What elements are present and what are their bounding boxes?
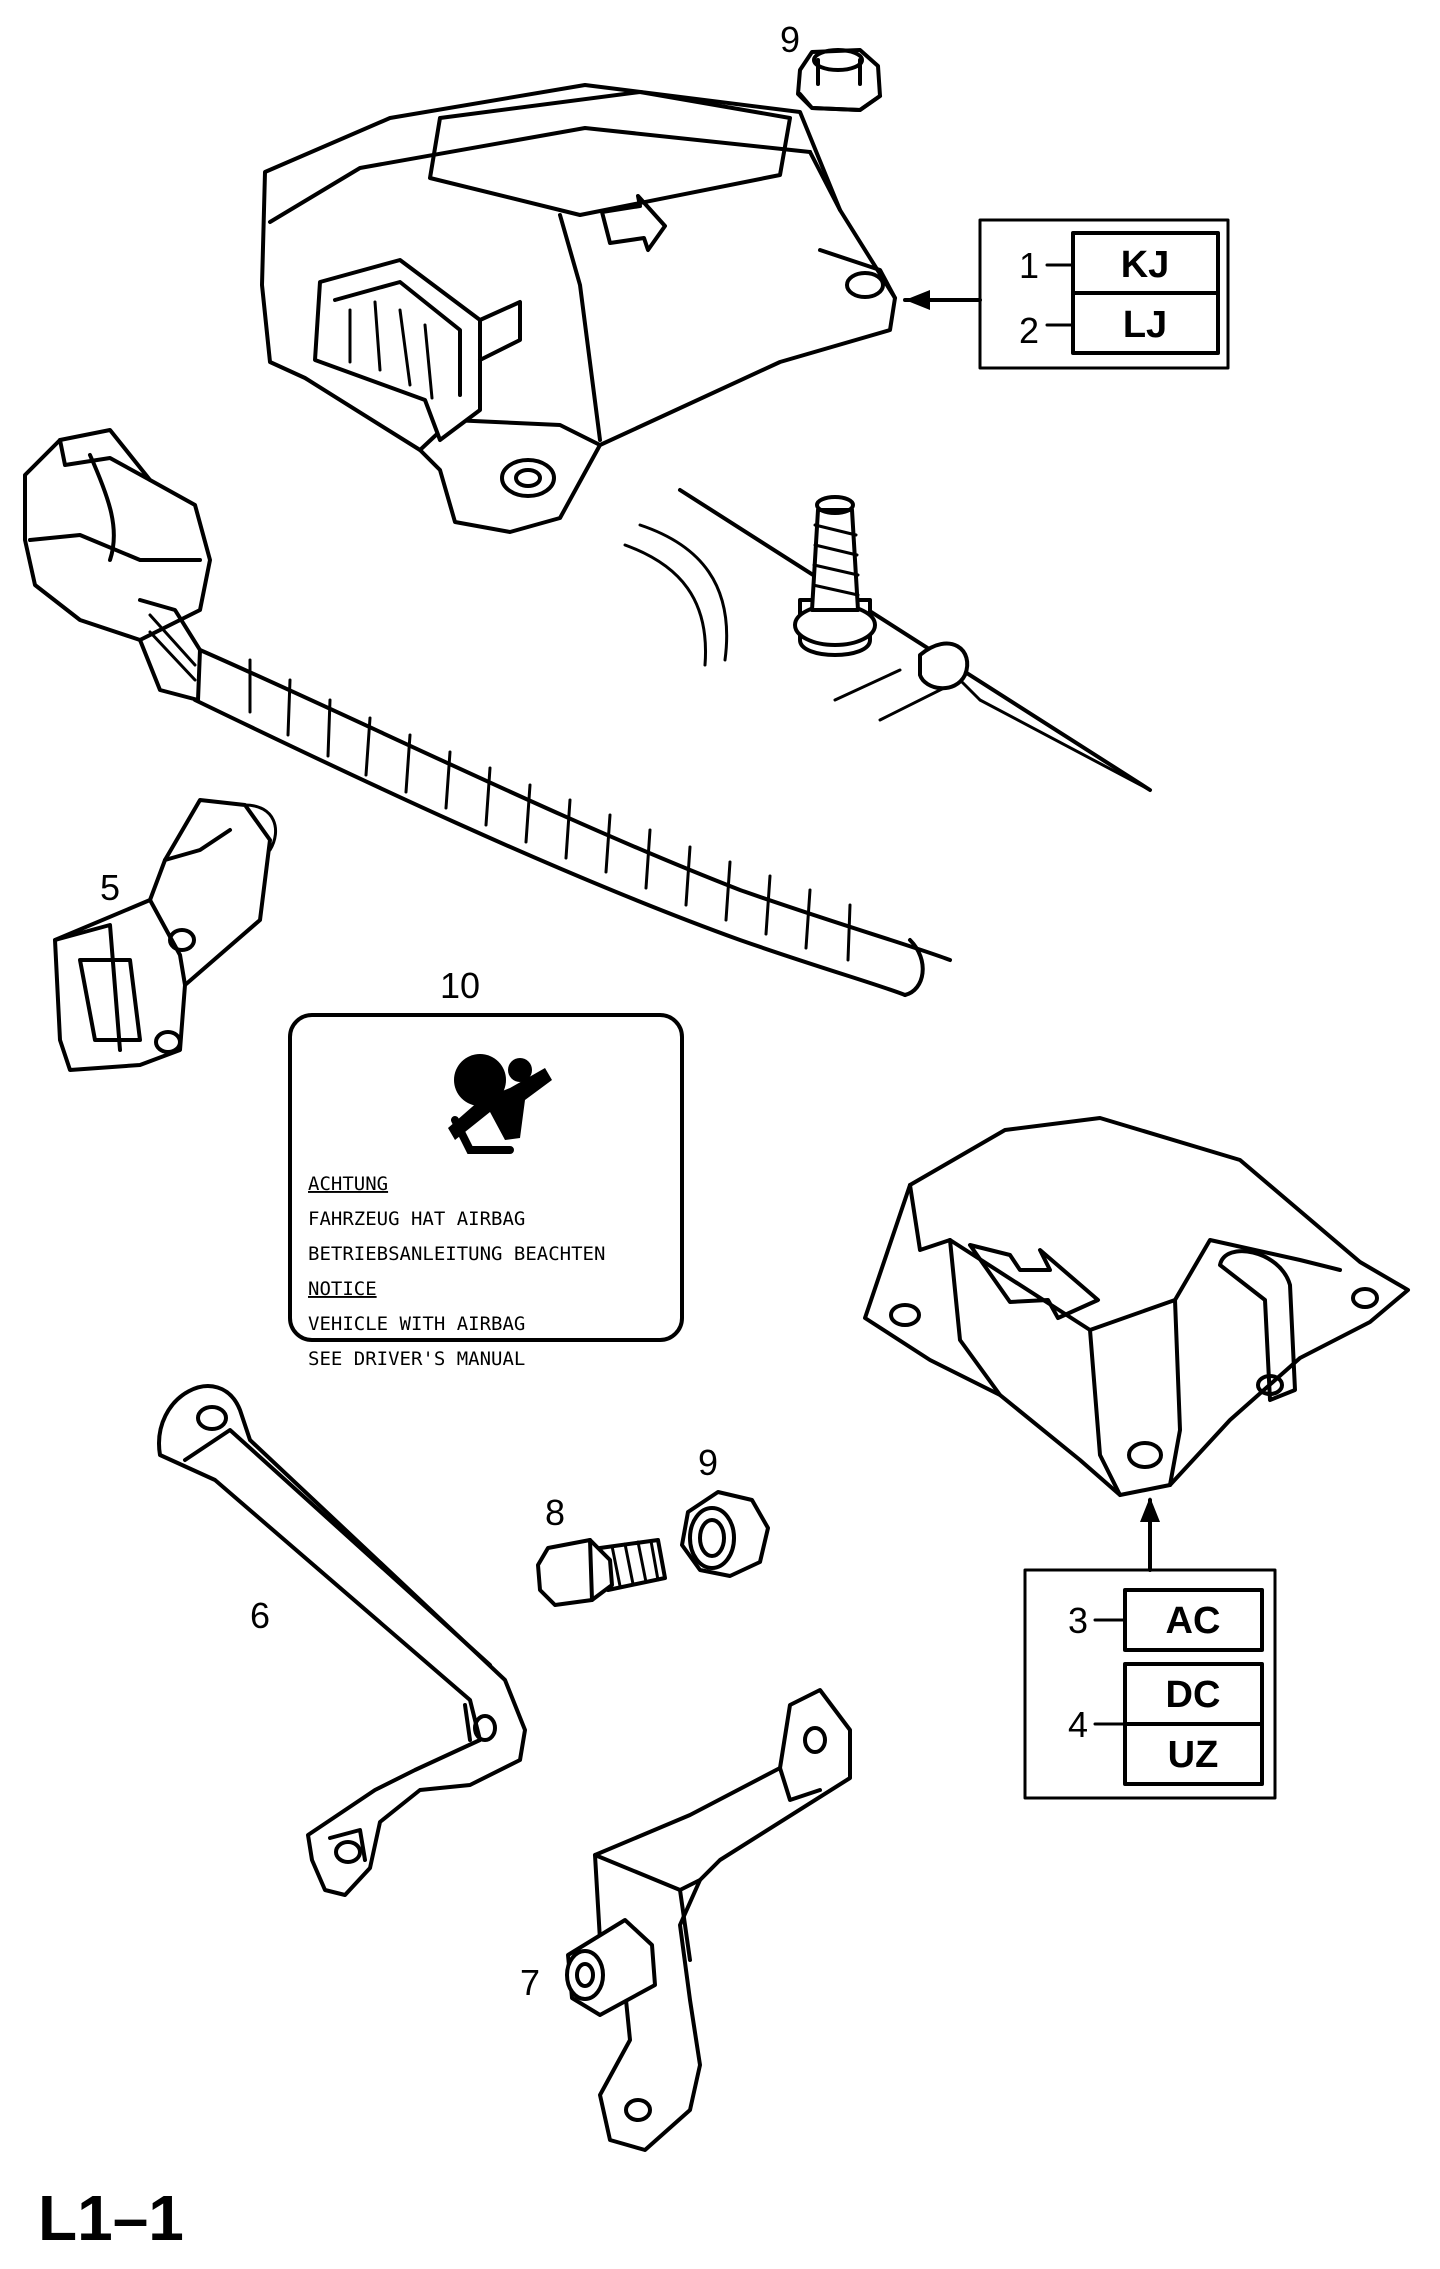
mounting-surface: [623, 488, 1152, 792]
page-identifier: L1–1: [38, 2182, 184, 2254]
callout-4: 4: [1068, 1704, 1088, 1745]
variant-code-ac: AC: [1166, 1600, 1221, 1642]
arrow-head-bottom: [1140, 1497, 1160, 1522]
variant-code-uz: UZ: [1168, 1734, 1219, 1776]
callout-9-top: 9: [780, 19, 800, 60]
connector-lock-part: [53, 798, 278, 1072]
bolt-part: [536, 1538, 667, 1607]
callout-1: 1: [1019, 245, 1039, 286]
callout-3: 3: [1068, 1600, 1088, 1641]
callout-10: 10: [440, 965, 480, 1006]
callout-7: 7: [520, 1962, 540, 2003]
label-line-achtung: ACHTUNG: [308, 1173, 388, 1195]
label-line-manual: SEE DRIVER'S MANUAL: [308, 1348, 525, 1370]
nut-part-top: [796, 48, 882, 112]
wiring-harness: [23, 428, 952, 997]
variant-code-dc: DC: [1166, 1674, 1221, 1716]
callout-8: 8: [545, 1492, 565, 1533]
label-line-betriebsanleitung: BETRIEBSANLEITUNG BEACHTEN: [308, 1243, 605, 1265]
bracket-part-7: [565, 1688, 852, 2152]
airbag-pictogram-icon: [448, 1054, 552, 1154]
label-line-notice: NOTICE: [308, 1278, 377, 1300]
nut-part-bottom: [680, 1490, 770, 1578]
callout-6: 6: [250, 1595, 270, 1636]
airbag-control-unit-top: [260, 83, 897, 534]
variant-table-top: [978, 218, 1230, 370]
label-line-vehicle: VEHICLE WITH AIRBAG: [308, 1313, 525, 1335]
label-line-fahrzeug: FAHRZEUG HAT AIRBAG: [308, 1208, 525, 1230]
callout-9-bottom: 9: [698, 1442, 718, 1483]
variant-table-bottom: [1023, 1568, 1277, 1800]
variant-code-lj: LJ: [1123, 304, 1167, 346]
airbag-control-unit-bottom: [863, 1116, 1410, 1497]
arrow-head-top: [905, 290, 930, 310]
bracket-part-6: [157, 1384, 527, 1897]
variant-code-kj: KJ: [1121, 244, 1170, 286]
callout-2: 2: [1019, 310, 1039, 351]
airbag-warning-label: ACHTUNG FAHRZEUG HAT AIRBAG BETRIEBSANLE…: [288, 1013, 684, 1370]
bolt-top: [793, 495, 970, 691]
callout-5: 5: [100, 867, 120, 908]
